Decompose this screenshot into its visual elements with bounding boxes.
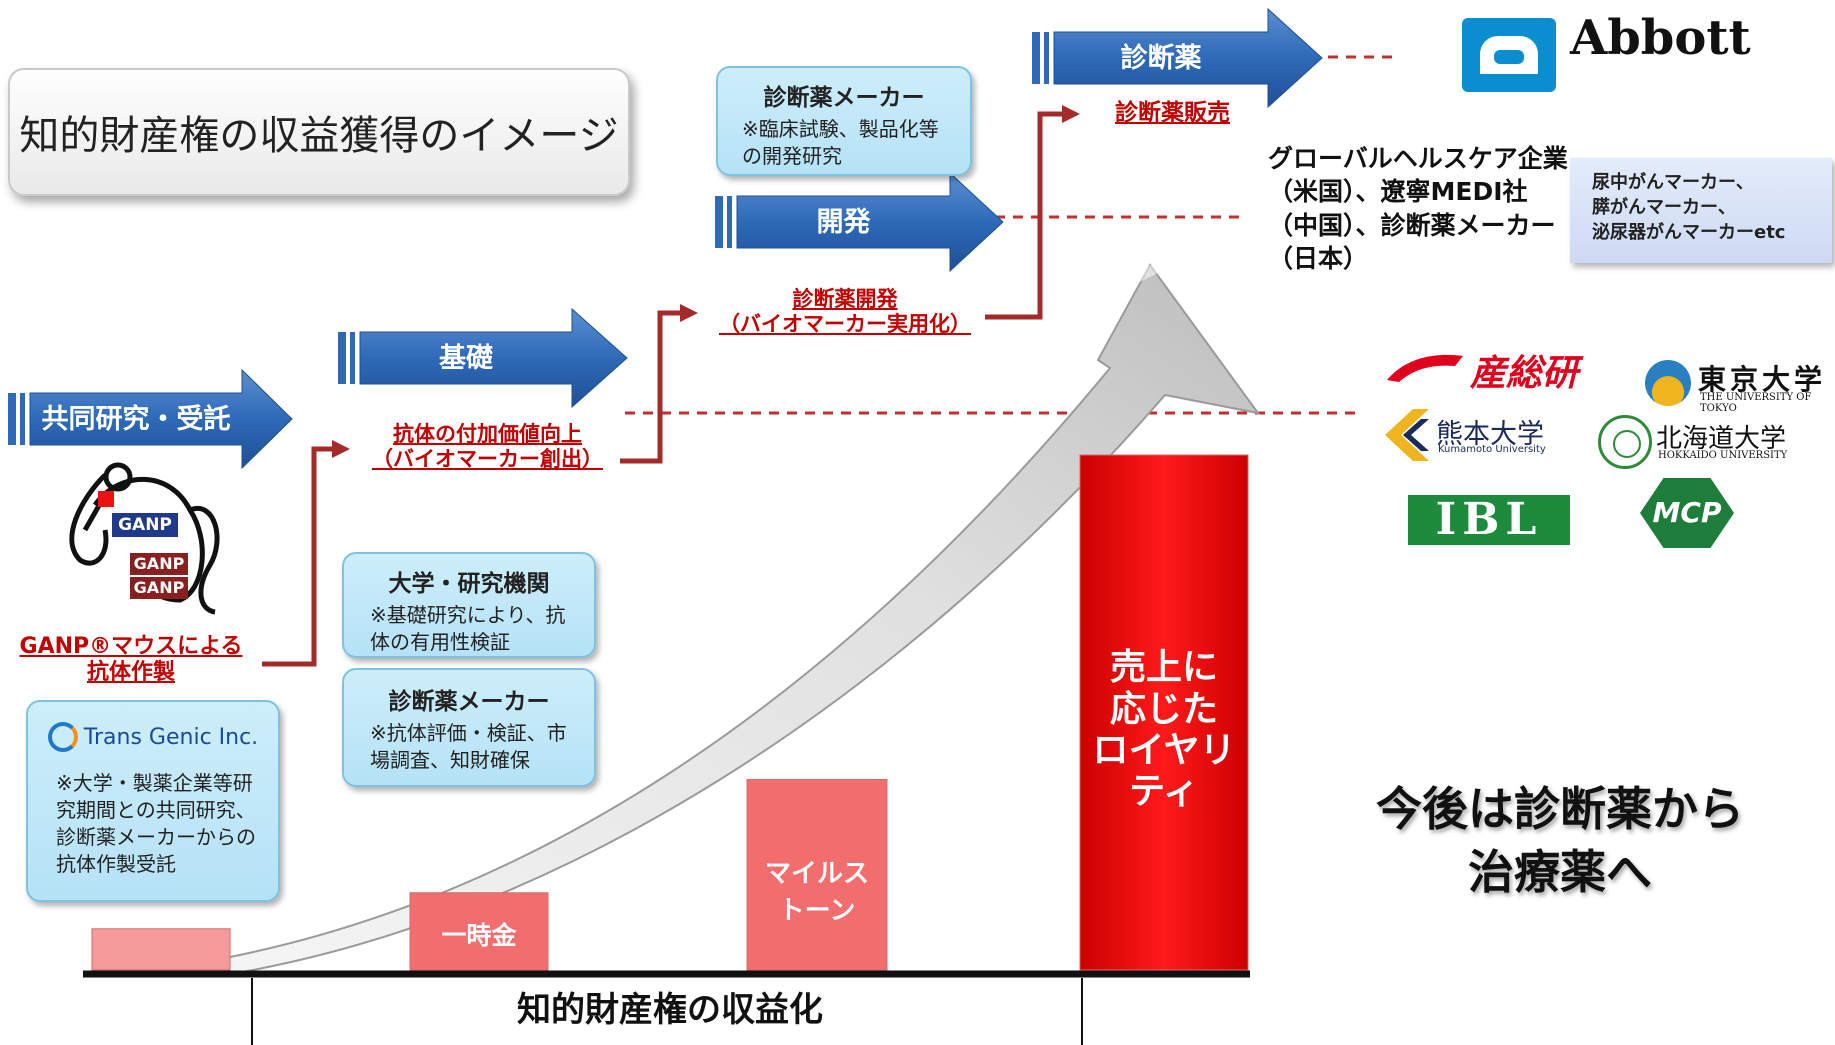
x-axis-label: 知的財産権の収益化 — [517, 990, 823, 1030]
bar-1 — [409, 892, 549, 971]
kumamoto-logo-en: Kumamoto University — [1438, 444, 1546, 455]
arrow-diagnostics — [1032, 7, 1323, 109]
bar-2 — [746, 778, 888, 971]
arrow-joint-research — [8, 368, 293, 470]
stage-dev-label: 開発 — [816, 207, 871, 238]
maker-note-2-body: ※臨床試験、製品化等の開発研究 — [742, 117, 939, 168]
transgenic-logo-icon — [47, 722, 78, 752]
future-message: 今後は診断薬から治療薬へ — [1376, 782, 1744, 900]
ganp-label-2: GANP — [130, 553, 188, 575]
marker-item: 泌尿器がんマーカーetc — [1592, 222, 1786, 244]
arrow-basic — [338, 307, 628, 409]
hokkaido-logo-icon — [1598, 415, 1652, 469]
kumamoto-logo-icon — [1383, 407, 1431, 463]
maker-note-1-head: 診断薬メーカー — [388, 689, 550, 715]
mouse-marker — [98, 491, 114, 507]
ibl-logo: IBL — [1408, 495, 1570, 545]
stage-basic-label: 基礎 — [439, 343, 493, 374]
abbott-logo: Abbott — [1570, 10, 1751, 66]
bar-label-milestone: マイルストーン — [764, 859, 869, 926]
value-add-label: 抗体の付加価値向上（バイオマーカー創出） — [372, 422, 603, 472]
maker-note-2-head: 診断薬メーカー — [763, 85, 925, 111]
diag-sales-label: 診断薬販売 — [1115, 100, 1230, 126]
stage-diag-label: 診断薬 — [1120, 43, 1202, 74]
maker-note-1: 診断薬メーカー ※抗体評価・検証、市場調査、知財確保 — [342, 668, 596, 787]
aist-logo: 産総研 — [1470, 353, 1579, 394]
hokkaido-logo-en: HOKKAIDO UNIVERSITY — [1658, 450, 1788, 461]
bar-label-royalty: 売上に応じたロイヤリティ — [1092, 647, 1236, 813]
abbott-logo-icon — [1462, 18, 1556, 92]
marker-item: 膵がんマーカー、 — [1592, 197, 1736, 219]
bar-label-lump: 一時金 — [441, 921, 517, 950]
utokyo-logo-en: THE UNIVERSITY OF TOKYO — [1700, 392, 1812, 414]
maker-note-2: 診断薬メーカー ※臨床試験、製品化等の開発研究 — [716, 66, 972, 176]
utokyo-logo-icon — [1645, 360, 1691, 406]
transgenic-logo: Trans Genic Inc. — [83, 724, 259, 750]
bar-group — [91, 454, 1249, 971]
markers-box: 尿中がんマーカー、 膵がんマーカー、 泌尿器がんマーカーetc — [1570, 158, 1832, 263]
ganp-label-1: GANP — [112, 513, 178, 537]
bar-3 — [1079, 454, 1249, 971]
university-note-head: 大学・研究機関 — [388, 571, 550, 597]
maker-note-1-body: ※抗体評価・検証、市場調査、知財確保 — [370, 721, 567, 772]
university-note: 大学・研究機関 ※基礎研究により、抗体の有用性検証 — [342, 552, 596, 658]
diag-dev-label: 診断薬開発（バイオマーカー実用化） — [719, 287, 971, 337]
transgenic-note-body: ※大学・製薬企業等研究期間との共同研究、診断薬メーカーからの抗体作製受託 — [56, 771, 256, 876]
marker-item: 尿中がんマーカー、 — [1592, 172, 1754, 193]
kumamoto-logo: 熊本大学 — [1436, 419, 1544, 450]
partners-text: グローバルヘルスケア企業（米国）、遼寧MEDI社（中国）、診断薬メーカー（日本） — [1268, 144, 1568, 273]
hokkaido-logo: 北海道大学 — [1656, 424, 1787, 454]
arrow-development — [715, 171, 1004, 273]
page-title: 知的財産権の収益獲得のイメージ — [8, 68, 630, 196]
transgenic-note: Trans Genic Inc. ※大学・製薬企業等研究期間との共同研究、診断薬… — [26, 700, 280, 902]
utokyo-logo: 東京大学 — [1698, 363, 1827, 396]
ganp-label-3: GANP — [130, 577, 188, 599]
ganp-method-label: GANP®マウスによる抗体作製 — [19, 634, 243, 686]
stage-joint-label: 共同研究・受託 — [41, 404, 231, 435]
growth-arrow — [224, 263, 1261, 977]
aist-logo-icon — [1385, 350, 1465, 384]
university-note-body: ※基礎研究により、抗体の有用性検証 — [370, 603, 566, 654]
bar-0 — [91, 928, 231, 971]
step-connectors — [262, 111, 1065, 667]
